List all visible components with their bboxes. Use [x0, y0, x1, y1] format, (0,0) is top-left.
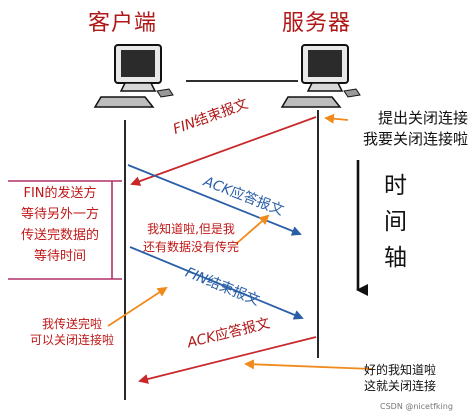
client-computer-icon [93, 44, 174, 108]
wait-period-bracket [8, 180, 122, 280]
server-ack-line-1: 我知道啦,但是我 [147, 222, 235, 236]
pointer-server-ack [235, 214, 270, 245]
server-computer-icon [280, 44, 361, 108]
pointer-server-done [107, 286, 168, 327]
pointer-client-ok [244, 359, 373, 370]
watermark: CSDN @nicetfking [380, 402, 453, 411]
server-ack-note: 我知道啦,但是我 还有数据没有传完 [131, 220, 251, 256]
client-ok-note: 好的我知道啦 这就关闭连接 [340, 362, 460, 394]
ack2-arrow [138, 336, 317, 384]
server-close-line-1: 提出关闭连接 [377, 109, 468, 127]
ack1-arrow [127, 164, 302, 236]
fin1-arrow [130, 116, 317, 186]
pointer-server-close [324, 113, 349, 124]
timeline-char-2: 间 [384, 209, 407, 235]
fin2-arrow [129, 246, 304, 320]
client-ok-line-2: 这就关闭连接 [363, 379, 436, 393]
timeline-char-3: 轴 [384, 245, 407, 271]
client-wait-line-4: 等待时间 [33, 249, 86, 264]
server-close-line-2: 我要关闭连接啦 [362, 130, 468, 148]
client-wait-line-3: 传送完数据的 [20, 228, 99, 243]
server-close-note: 提出关闭连接 我要关闭连接啦 [346, 108, 468, 150]
client-wait-note: FIN的发送方 等待另外一方 传送完数据的 等待时间 [10, 183, 110, 267]
client-ok-line-1: 好的我知道啦 [363, 363, 436, 377]
timeline-label: 时 间 轴 [384, 168, 407, 276]
server-ack-line-2: 还有数据没有传完 [142, 240, 239, 254]
server-done-line-1: 我传送完啦 [41, 317, 102, 331]
server-title: 服务器 [282, 11, 352, 36]
server-done-line-2: 可以关闭连接啦 [29, 333, 114, 347]
client-title: 客户端 [88, 11, 158, 36]
client-wait-line-1: FIN的发送方 [23, 186, 97, 201]
server-done-note: 我传送完啦 可以关闭连接啦 [22, 316, 122, 348]
client-wait-line-2: 等待另外一方 [20, 207, 99, 222]
timeline-char-1: 时 [384, 173, 407, 199]
